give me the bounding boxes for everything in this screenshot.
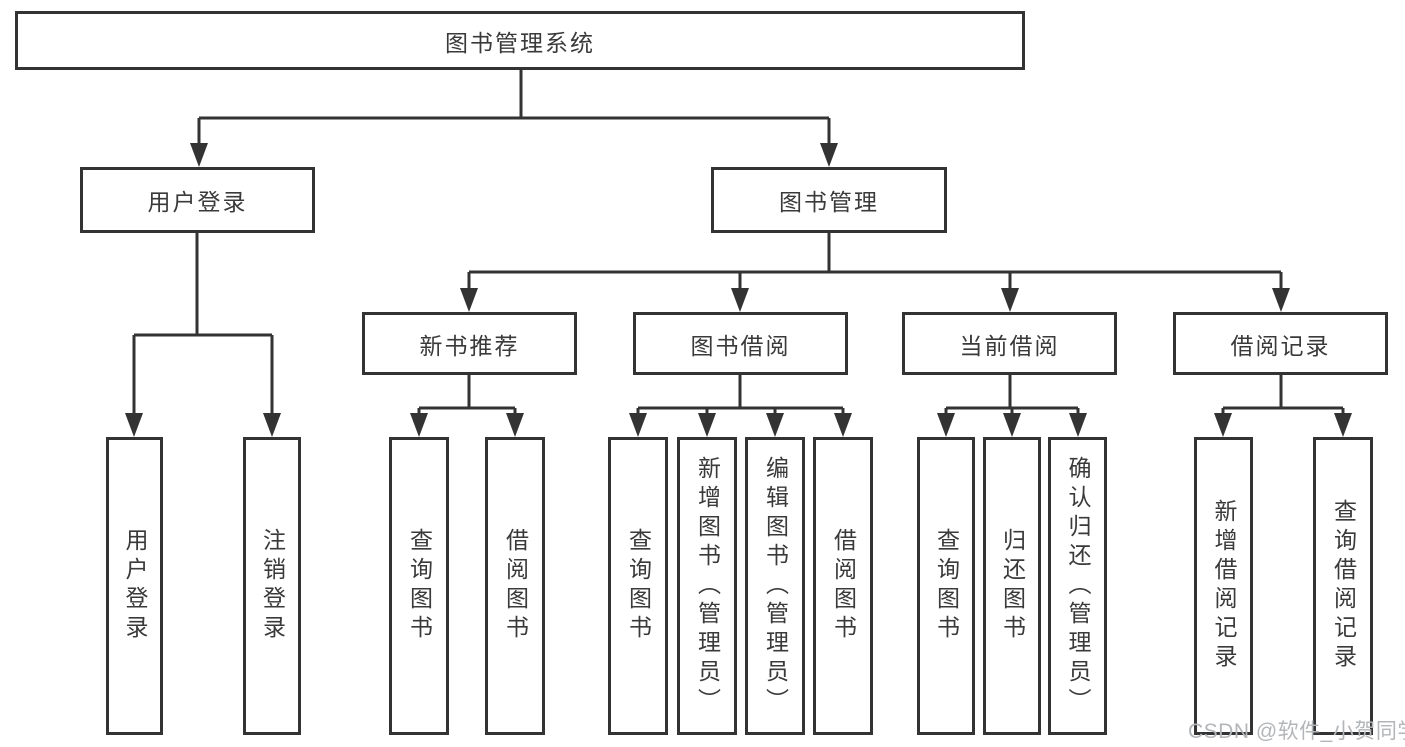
node-leaf-borrow-books-recommend: 借阅图书 — [485, 437, 545, 735]
node-root: 图书管理系统 — [15, 11, 1025, 70]
node-user-login: 用户登录 — [80, 167, 315, 233]
node-leaf-logout: 注销登录 — [243, 437, 301, 735]
node-leaf-user-login: 用户登录 — [106, 437, 163, 735]
node-leaf-query-books-borrowing: 查询图书 — [608, 437, 668, 735]
node-new-book-recommendation: 新书推荐 — [362, 312, 577, 375]
node-leaf-query-borrow-record: 查询借阅记录 — [1313, 437, 1373, 735]
node-leaf-query-books-current: 查询图书 — [917, 437, 975, 735]
node-borrowing-records: 借阅记录 — [1173, 312, 1388, 375]
node-leaf-add-book-admin: 新增图书（管理员） — [677, 437, 737, 735]
node-leaf-borrow-books-borrowing: 借阅图书 — [813, 437, 873, 735]
watermark-text: CSDN @软件_小贺同学 — [1188, 720, 1405, 743]
node-leaf-add-borrow-record: 新增借阅记录 — [1194, 437, 1253, 735]
node-current-borrowing: 当前借阅 — [902, 312, 1117, 375]
node-leaf-edit-book-admin: 编辑图书（管理员） — [745, 437, 805, 735]
node-leaf-query-books-recommend: 查询图书 — [389, 437, 449, 735]
arrowhead-icons — [125, 143, 1352, 437]
node-book-borrowing: 图书借阅 — [633, 312, 848, 375]
node-leaf-return-books: 归还图书 — [983, 437, 1041, 735]
node-leaf-confirm-return-admin: 确认归还（管理员） — [1048, 437, 1107, 735]
node-book-management: 图书管理 — [711, 167, 947, 233]
